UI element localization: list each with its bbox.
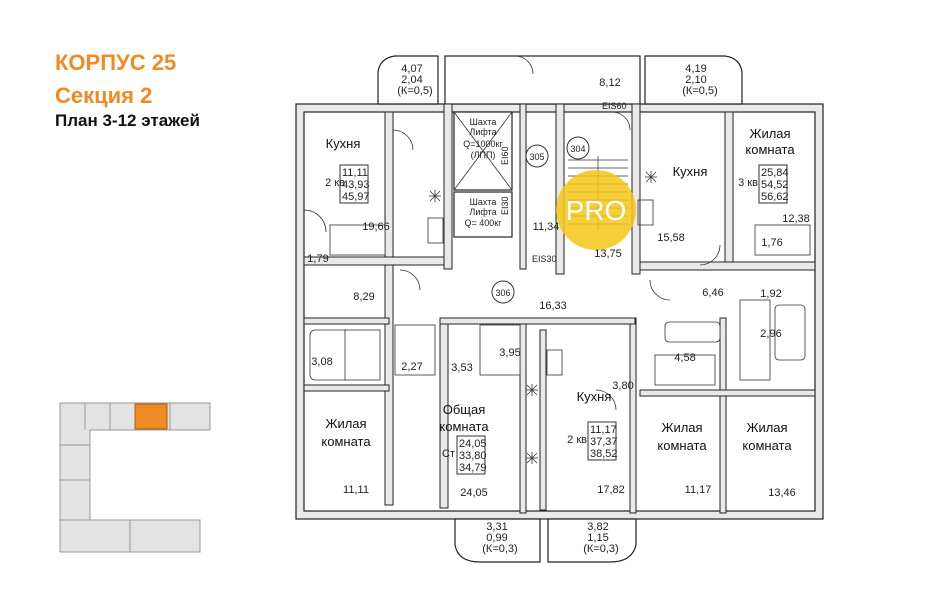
- label-shafts-lift1-l3: Q=1000кг: [463, 139, 503, 149]
- balcony-bottom-left: [454, 518, 541, 563]
- label-areas-r17-82: 17,82: [597, 484, 625, 496]
- label-areas-r16-33: 16,33: [539, 300, 567, 312]
- label-apartments-a2-v2: 54,52: [761, 179, 789, 191]
- label-shafts-lift2-l3: Q= 400кг: [465, 218, 503, 228]
- kitchen-label-2: Кухня: [673, 164, 708, 179]
- label-apartments-a1-v2: 43,93: [342, 179, 370, 191]
- label-balconies-br-v: 1,15: [587, 532, 608, 544]
- label-apartments-a4-v2: 37,37: [590, 436, 618, 448]
- label-rooms-living-l2: комната: [745, 142, 795, 157]
- section-title: Секция 2: [55, 83, 153, 108]
- label-areas-r19-66: 19,66: [362, 221, 390, 233]
- label-balconies-tr-area: 4,19: [685, 63, 706, 75]
- apt-box-1: 2 кв 11,11 43,93 45,97: [325, 164, 370, 204]
- label-areas-r1-76: 1,76: [761, 237, 782, 249]
- label-areas-r24-05: 24,05: [460, 487, 488, 499]
- label-rooms-living-l1: Жилая: [661, 420, 702, 435]
- label-balconies-tr-k: (К=0,5): [682, 85, 717, 97]
- label-apartments-a3-v1: 24,05: [459, 438, 487, 450]
- label-apartments-a4-type: 2 кв: [567, 434, 587, 446]
- label-areas-r1-92: 1,92: [760, 288, 781, 300]
- label-shafts-lift1-l2: Лифта: [469, 127, 496, 137]
- label-rooms-living-l1: Жилая: [325, 416, 366, 431]
- label-areas-r2-27: 2,27: [401, 361, 422, 373]
- label-areas-r2-96: 2,96: [760, 328, 781, 340]
- label-areas-r4-58: 4,58: [674, 352, 695, 364]
- label-apartments-a3-type: Ст: [442, 448, 455, 460]
- label-apartments-a1-type: 2 кв: [325, 177, 345, 189]
- building-title: КОРПУС 25: [55, 50, 177, 75]
- key-plan: [59, 402, 211, 553]
- label-balconies-bl-v: 0,99: [486, 532, 507, 544]
- pro-badge: [556, 170, 636, 250]
- label-rooms-living-l2: комната: [321, 434, 371, 449]
- label-areas-r8-29: 8,29: [353, 291, 374, 303]
- kitchen-label-1: Кухня: [326, 136, 361, 151]
- label-areas-r11-34: 11,34: [533, 221, 560, 233]
- balcony-top-right: [644, 55, 743, 105]
- label-balconies-bl-k: (К=0,3): [482, 543, 517, 555]
- label-areas-r3-80: 3,80: [612, 380, 633, 392]
- label-balconies-tl-area: 4,07: [401, 63, 422, 75]
- label-areas-r13-46: 13,46: [768, 487, 796, 499]
- balcony-top-left: [377, 55, 439, 105]
- apt-box-4: 2 кв 11,17 37,37 38,52: [567, 421, 618, 461]
- balcony-top: [444, 55, 641, 105]
- label-areas-r12-38: 12,38: [782, 213, 810, 225]
- label-areas-r15-58: 15,58: [657, 232, 685, 244]
- label-areas-r13-75: 13,75: [594, 248, 622, 260]
- label-balconies-bl-area: 3,31: [486, 521, 507, 533]
- label-balconies-br-k: (К=0,3): [583, 543, 618, 555]
- label-areas-r3-53: 3,53: [451, 362, 472, 374]
- label-rooms-living-l1: Жилая: [749, 126, 790, 141]
- label-rooms-living-l2: комната: [657, 438, 707, 453]
- pro-badge-text: PRO: [566, 195, 627, 226]
- label-rooms-living-l1: Жилая: [746, 420, 787, 435]
- label-areas-r1-79: 1,79: [307, 253, 328, 265]
- label-apartments-a2-v1: 25,84: [761, 167, 789, 179]
- label-rooms-common-l1: Общая: [443, 402, 486, 417]
- label-shafts-ei60b: EIS60: [602, 101, 627, 111]
- label-shafts-code-304: 304: [570, 144, 585, 154]
- label-shafts-ei30a: EI30: [500, 196, 510, 215]
- label-apartments-a4-v3: 38,52: [590, 448, 618, 460]
- label-balconies-br-area: 3,82: [587, 521, 608, 533]
- label-apartments-a3-v3: 34,79: [459, 462, 487, 474]
- label-apartments-a1-v1: 11,11: [342, 167, 368, 179]
- label-areas-r6-46: 6,46: [702, 287, 723, 299]
- label-areas-r3-95: 3,95: [499, 347, 520, 359]
- label-shafts-lift1-l1: Шахта: [470, 117, 497, 127]
- label-apartments-a3-v2: 33,80: [459, 450, 487, 462]
- label-shafts-lift1-l4: (ЛПП): [471, 150, 496, 160]
- label-apartments-a4-v1: 11,17: [590, 424, 617, 436]
- label-shafts-lift2-l1: Шахта: [470, 197, 497, 207]
- label-balconies-tl-v: 2,04: [401, 74, 422, 86]
- current-section-marker: [134, 403, 168, 430]
- label-shafts-code-305: 305: [529, 152, 544, 162]
- label-shafts-lift2-l2: Лифта: [469, 207, 496, 217]
- apt-box-3: Ст 24,05 33,80 34,79: [442, 435, 487, 475]
- label-balconies-tr-v: 2,10: [685, 74, 706, 86]
- label-areas-r11-17: 11,17: [685, 484, 712, 496]
- label-rooms-living-l2: комната: [742, 438, 792, 453]
- label-rooms-common-l2: комната: [439, 419, 489, 434]
- label-apartments-a2-v3: 56,62: [761, 191, 789, 203]
- apt-box-2: 3 кв 25,84 54,52 56,62: [738, 164, 789, 204]
- kitchen-label-3: Кухня: [577, 389, 612, 404]
- label-areas-r11-11: 11,11: [343, 484, 369, 496]
- label-apartments-a1-v3: 45,97: [342, 191, 370, 203]
- label-balconies-top-area: 8,12: [599, 77, 620, 89]
- label-balconies-tl-k: (К=0,5): [397, 85, 432, 97]
- label-apartments-a2-type: 3 кв: [738, 177, 758, 189]
- label-areas-r3-08: 3,08: [311, 356, 332, 368]
- plan-title: План 3-12 этажей: [55, 111, 200, 130]
- balcony-bottom-right: [547, 518, 637, 563]
- label-shafts-code-306: 306: [495, 288, 510, 298]
- label-shafts-ei60a: EI60: [500, 146, 510, 165]
- label-shafts-ei30b: EIS30: [532, 254, 557, 264]
